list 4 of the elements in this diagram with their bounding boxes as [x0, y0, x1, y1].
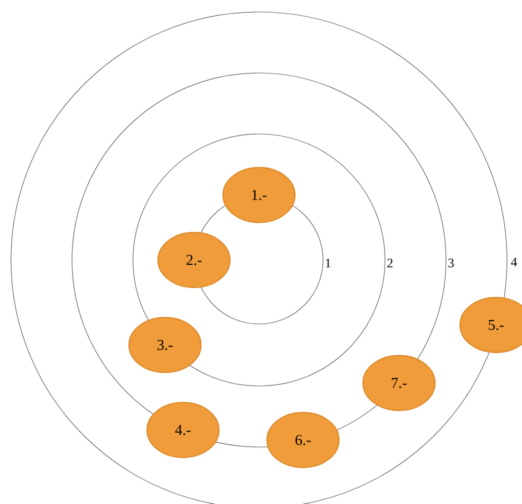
- ring-number: 4: [510, 256, 518, 268]
- ring-number: 3: [446, 258, 456, 268]
- ring-number: 2: [386, 258, 394, 268]
- ring-number: 1: [324, 258, 332, 268]
